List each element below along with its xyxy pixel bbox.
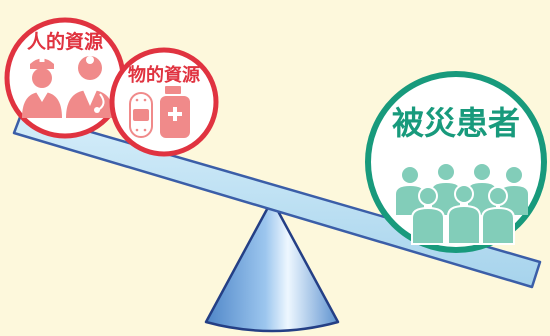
disaster-victims-badge: 被災患者 <box>365 71 547 253</box>
medical-staff-icon <box>22 56 114 118</box>
material-resources-label: 物的資源 <box>128 64 200 86</box>
bandage-and-medicine-bottle-icon <box>129 86 190 138</box>
fulcrum-cone <box>204 198 340 333</box>
disaster-victims-label: 被災患者 <box>392 104 520 142</box>
human-resources-label: 人的資源 <box>27 30 103 53</box>
crowd-of-people-icon <box>396 164 528 245</box>
material-resources-badge: 物的資源 <box>109 47 219 157</box>
human-resources-badge: 人的資源 <box>4 17 126 139</box>
seesaw-beam <box>12 110 542 289</box>
